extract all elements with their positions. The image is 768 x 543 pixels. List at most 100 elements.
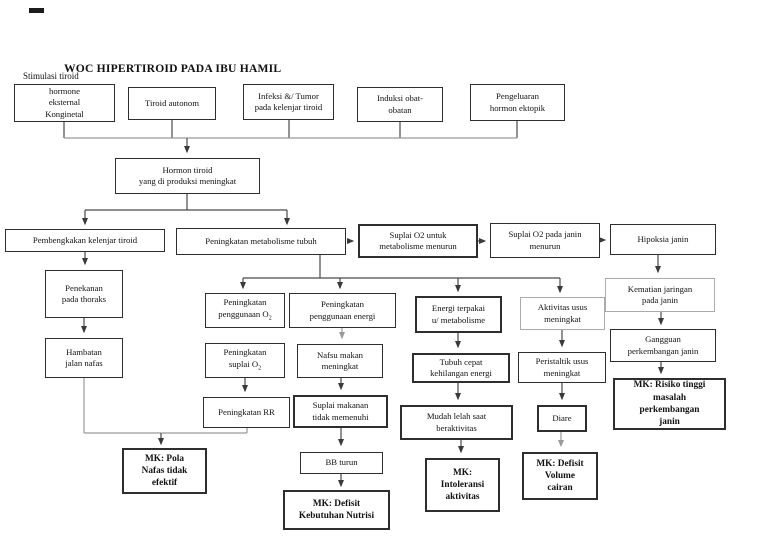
box-label-line: beraktivitas bbox=[436, 422, 477, 433]
stimulasi-tiroid-label: Stimulasi tiroid bbox=[23, 71, 79, 81]
box-label-line: Volume bbox=[544, 470, 576, 481]
box-label-line: Peningkatan bbox=[223, 347, 267, 358]
box-label-line: Kebutuhan Nutrisi bbox=[298, 511, 375, 521]
box-label-line: tidak memenuhi bbox=[312, 411, 369, 422]
box-induksi-obat: Induksi obat-obatan bbox=[357, 87, 443, 122]
box-label-line: eksternal bbox=[48, 97, 81, 108]
box-label-line: Hipoksia janin bbox=[637, 233, 689, 244]
box-label-line: MK: bbox=[452, 467, 473, 478]
box-label-line: u/ metabolisme bbox=[431, 314, 486, 325]
box-label-line: Nafsu makan bbox=[316, 349, 364, 360]
box-label-line: Pengeluaran bbox=[496, 91, 539, 102]
box-pembengkakan-kelenjar: Pembengkakan kelenjar tiroid bbox=[5, 229, 165, 252]
page-title: WOC HIPERTIROID PADA IBU HAMIL bbox=[64, 62, 282, 75]
box-label-line: pada janin bbox=[642, 295, 678, 305]
box-tiroid-autonom: Tiroid autonom bbox=[128, 87, 216, 120]
box-label-line: MK: Risiko tinggi bbox=[633, 380, 706, 391]
box-label-line: aktivitas bbox=[445, 492, 480, 503]
box-label-line: MK: Defisit bbox=[536, 458, 584, 469]
box-label-line: jalan nafas bbox=[65, 358, 103, 368]
box-label-line: Infeksi &/ Tumor bbox=[258, 90, 319, 101]
box-label-line: menurun bbox=[529, 240, 561, 251]
box-label-line: meningkat bbox=[544, 313, 581, 324]
box-label-line: pada thoraks bbox=[61, 294, 107, 304]
box-label-line: Peningkatan bbox=[223, 297, 267, 308]
box-label-line: Induksi obat- bbox=[376, 93, 424, 104]
box-label-line: janin bbox=[659, 417, 680, 428]
box-label-line: Diare bbox=[552, 412, 572, 423]
box-label-line: Tubuh cepat bbox=[439, 356, 483, 367]
box-label-line: Intoleransi bbox=[440, 479, 485, 490]
box-label-line: perkembangan janin bbox=[627, 345, 699, 356]
box-label-line: masalah bbox=[652, 392, 687, 403]
box-label-line: pada kelenjar tiroid bbox=[254, 102, 323, 112]
box-hipoksia-janin: Hipoksia janin bbox=[610, 224, 716, 255]
box-label-line: Mudah lelah saat bbox=[426, 411, 487, 422]
box-label-line: Peningkatan metabolisme tubuh bbox=[205, 235, 317, 246]
box-label-line: Suplai O2 untuk bbox=[389, 229, 447, 240]
box-label-line: Hambatan bbox=[66, 346, 102, 357]
box-label-line: Energi terpakai bbox=[431, 303, 486, 314]
box-label-line: kehilangan energi bbox=[430, 368, 492, 378]
box-label-line: Aktivitas usus bbox=[537, 302, 588, 313]
box-bb-turun: BB turun bbox=[300, 452, 383, 474]
scan-artifact-mark bbox=[29, 8, 44, 13]
box-label-line: Kematian jaringan bbox=[627, 283, 693, 294]
box-label-line: Peningkatan RR bbox=[218, 406, 275, 417]
box-label-line: Suplai makanan bbox=[312, 400, 369, 411]
box-label-line: metabolisme menurun bbox=[379, 241, 457, 251]
box-label-line: Peningkatan bbox=[321, 299, 364, 310]
box-label-line: Pembengkakan kelenjar tiroid bbox=[32, 234, 138, 245]
box-peningkatan-metabolisme: Peningkatan metabolisme tubuh bbox=[176, 228, 346, 255]
box-label-line: BB turun bbox=[325, 457, 358, 468]
box-label-line: perkembangan bbox=[639, 405, 700, 415]
box-label-line: Nafas tidak bbox=[141, 465, 188, 476]
box-label-line: hormon ektopik bbox=[489, 102, 546, 113]
box-label-line: meningkat bbox=[321, 361, 359, 371]
box-mk-intoleransi: MK:Intoleransi aktivitas bbox=[425, 458, 500, 512]
box-label-line: Penekanan bbox=[65, 282, 103, 293]
box-label-line: Gangguan bbox=[645, 334, 681, 345]
box-label-line: suplai O2 bbox=[228, 358, 262, 372]
box-label-line: cairan bbox=[547, 483, 573, 494]
box-label-line: efektif bbox=[151, 478, 178, 489]
box-label-line: Peristaltik usus bbox=[535, 356, 589, 367]
box-label-line: hormone bbox=[49, 85, 80, 96]
box-label-line: yang di produksi meningkat bbox=[138, 176, 237, 186]
box-label-line: Konginetal bbox=[45, 108, 84, 119]
box-label-line: penggunaan energi bbox=[309, 310, 376, 321]
box-peningkatan-rr: Peningkatan RR bbox=[203, 397, 290, 428]
box-label-line: penggunaan O2 bbox=[218, 308, 272, 322]
box-label-line: Hormon tiroid bbox=[162, 164, 213, 175]
box-diare: Diare bbox=[537, 405, 587, 432]
box-label-line: MK: Defisit bbox=[312, 498, 361, 509]
box-label-line: MK: Pola bbox=[145, 453, 184, 464]
box-label-line: meningkat bbox=[543, 367, 581, 378]
box-label-line: Suplai O2 pada janin bbox=[508, 229, 582, 240]
